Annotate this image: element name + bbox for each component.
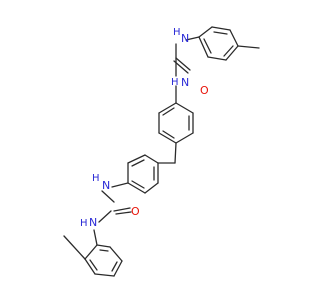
top-methyl-bond	[237, 45, 260, 49]
bottom-nh-nitrogen-label: N	[89, 216, 97, 229]
top-aryl-nh-hydrogen-label: H	[171, 77, 179, 88]
bottom-carbonyl-oxygen-label: O	[131, 205, 140, 218]
top-tolyl-ring	[198, 26, 239, 61]
upper-phenylene-ring	[158, 102, 194, 144]
bottom-tolyl-ring	[84, 229, 123, 277]
top-nh-hydrogen-label: H	[173, 27, 181, 38]
top-aryl-nh-nitrogen-label: N	[181, 76, 189, 89]
bottom-urea-group	[98, 182, 132, 223]
bottom-methyl-bond	[63, 235, 86, 260]
bottom-nh-hydrogen-label: H	[80, 218, 88, 229]
bottom-aryl-nh-hydrogen-label: H	[92, 173, 100, 184]
top-carbonyl-oxygen-label: O	[200, 84, 209, 97]
methylene-bridge	[157, 142, 177, 164]
atom-labels: H N O H N H N O H N	[80, 27, 209, 229]
bis-urea-structure: H N O H N H N O H N	[63, 26, 260, 277]
bottom-aryl-nh-nitrogen-label: N	[102, 179, 110, 192]
top-nh-nitrogen-label: N	[181, 32, 189, 45]
top-urea-group	[173, 36, 200, 104]
lower-phenylene-ring	[127, 154, 159, 194]
